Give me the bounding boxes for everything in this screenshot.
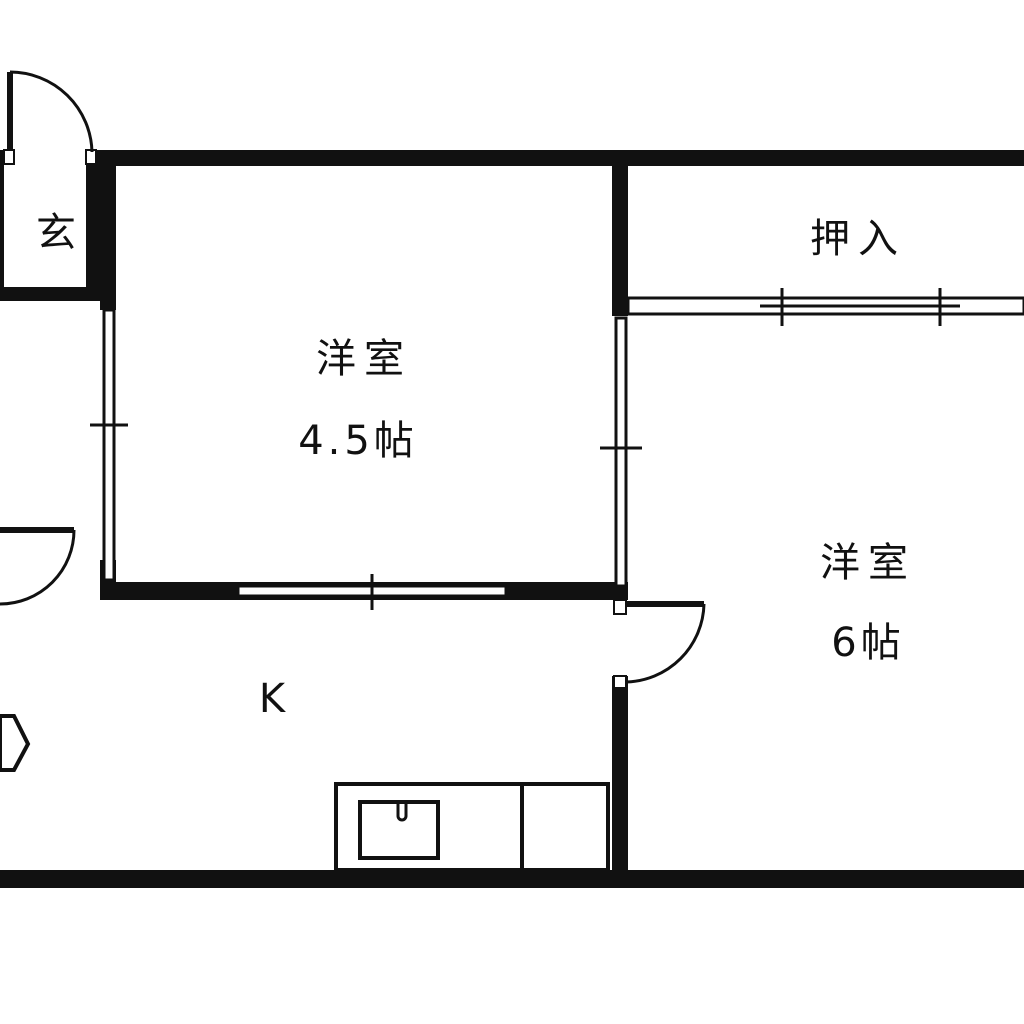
room-large-name: 洋室: [820, 540, 916, 586]
entrance-wall-left: [0, 150, 4, 298]
bottom-wall: [0, 870, 1024, 888]
kitchen-room-wall-lower: [612, 676, 628, 876]
room-small-size: 4.5帖: [298, 418, 418, 464]
room-small-name: 洋室: [316, 336, 412, 382]
sliding-door-left: [102, 308, 116, 582]
closet-label: 押入: [810, 216, 906, 262]
kitchen-door-post-top: [613, 599, 627, 615]
kitchen-door-swing: [625, 603, 706, 684]
room-divider-wall: [612, 160, 628, 316]
kitchen-label: K: [258, 676, 286, 722]
entrance-door-post-left: [3, 149, 15, 165]
entrance-side-wall: [86, 150, 100, 300]
sink-drain: [396, 802, 408, 822]
entrance-label: 玄: [36, 210, 76, 256]
sliding-door-divider: [614, 316, 628, 588]
entrance-door-post-right: [85, 149, 97, 165]
room-small-left-wall: [100, 160, 116, 310]
room-large-size: 6帖: [831, 620, 905, 666]
meter-marker: [0, 714, 31, 772]
entrance-door-swing: [9, 70, 94, 153]
left-door-swing: [0, 529, 76, 606]
kitchen-door-post-bottom: [613, 675, 627, 689]
top-wall: [90, 150, 1024, 166]
entrance-floor-line: [0, 287, 104, 301]
